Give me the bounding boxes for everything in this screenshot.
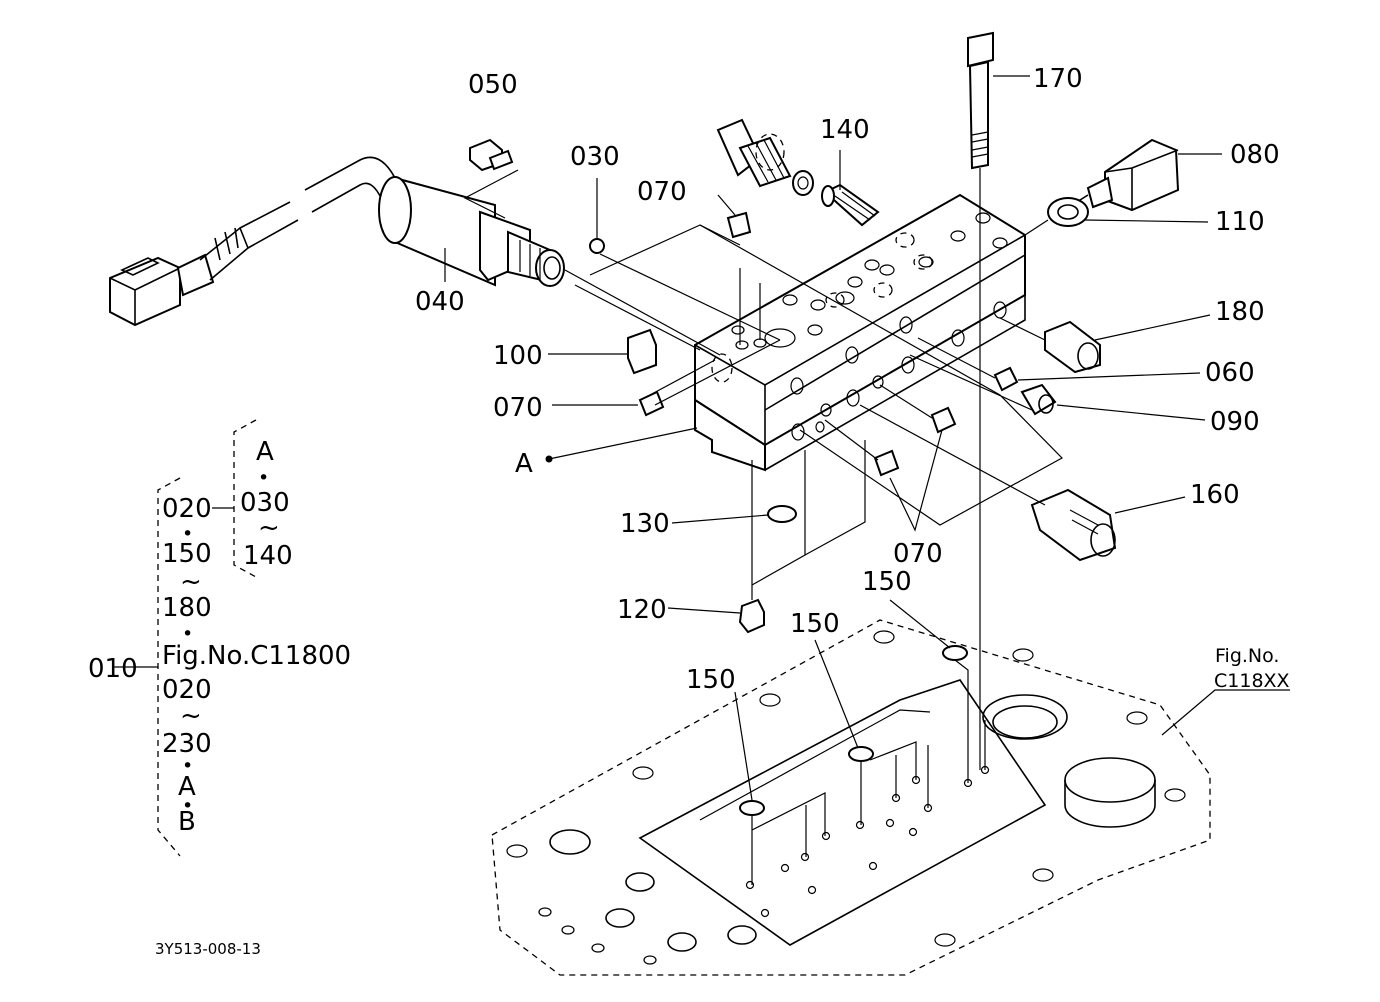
small-parts xyxy=(444,178,1290,801)
label-130: 130 xyxy=(620,509,670,539)
label-070-lower: 070 xyxy=(893,539,943,569)
legend-outer: 010 xyxy=(88,654,138,684)
drawing-code: 3Y513-008-13 xyxy=(155,940,261,958)
label-050: 050 xyxy=(468,70,518,100)
fig-ref-line2: C118XX xyxy=(1214,670,1290,692)
legend-row-4: 020 xyxy=(162,675,212,705)
legend-row-0: 020 xyxy=(162,494,212,524)
legend-dot-2: • xyxy=(182,755,193,777)
legend-tilde-1: ~ xyxy=(180,701,202,731)
label-030: 030 xyxy=(570,142,620,172)
washer-110 xyxy=(1024,197,1209,236)
legend-dot-1: • xyxy=(182,623,193,645)
base-plate xyxy=(491,619,1211,976)
label-040: 040 xyxy=(415,287,465,317)
legend-inner-0: A xyxy=(256,437,274,467)
assembly-legend: 010 020 • 150 ~ 180 • Fig.No.C11800 020 … xyxy=(88,419,351,857)
fig-ref-line1: Fig.No. xyxy=(1215,645,1279,667)
label-090: 090 xyxy=(1210,407,1260,437)
label-A: A xyxy=(515,449,533,479)
legend-row-6: A xyxy=(178,772,196,802)
legend-dot-0: • xyxy=(182,523,193,545)
label-120: 120 xyxy=(617,595,667,625)
plug-050 xyxy=(463,138,519,219)
legend-row-3: Fig.No.C11800 xyxy=(162,641,351,671)
label-070-upper: 070 xyxy=(637,177,687,207)
plug-assembly-140 xyxy=(716,118,880,227)
label-180: 180 xyxy=(1215,297,1265,327)
legend-tilde-0: ~ xyxy=(180,567,202,597)
valve-body xyxy=(694,193,1026,472)
legend-row-5: 230 xyxy=(162,729,212,759)
legend-inner-1: 030 xyxy=(240,488,290,518)
label-070-left: 070 xyxy=(493,393,543,423)
part-labels: 050 030 140 170 080 070 110 040 100 180 … xyxy=(415,64,1290,695)
label-150-right: 150 xyxy=(862,567,912,597)
solenoid-valve xyxy=(109,156,565,327)
bolt-170 xyxy=(967,31,1030,770)
explosion-lines xyxy=(564,224,1063,600)
legend-dot-3: • xyxy=(182,795,193,817)
legend-row-7: B xyxy=(178,807,196,837)
legend-row-1: 150 xyxy=(162,539,212,569)
sensor-080 xyxy=(1079,138,1222,212)
label-140: 140 xyxy=(820,115,870,145)
label-080: 080 xyxy=(1230,140,1280,170)
label-170: 170 xyxy=(1033,64,1083,94)
label-150-middle: 150 xyxy=(790,609,840,639)
legend-row-2: 180 xyxy=(162,593,212,623)
label-150-left: 150 xyxy=(686,665,736,695)
label-060: 060 xyxy=(1205,358,1255,388)
legend-inner-dot: • xyxy=(258,467,269,489)
label-100: 100 xyxy=(493,341,543,371)
label-110: 110 xyxy=(1215,207,1265,237)
legend-inner-tilde: ~ xyxy=(258,513,280,543)
label-160: 160 xyxy=(1190,480,1240,510)
legend-inner-2: 140 xyxy=(243,541,293,571)
